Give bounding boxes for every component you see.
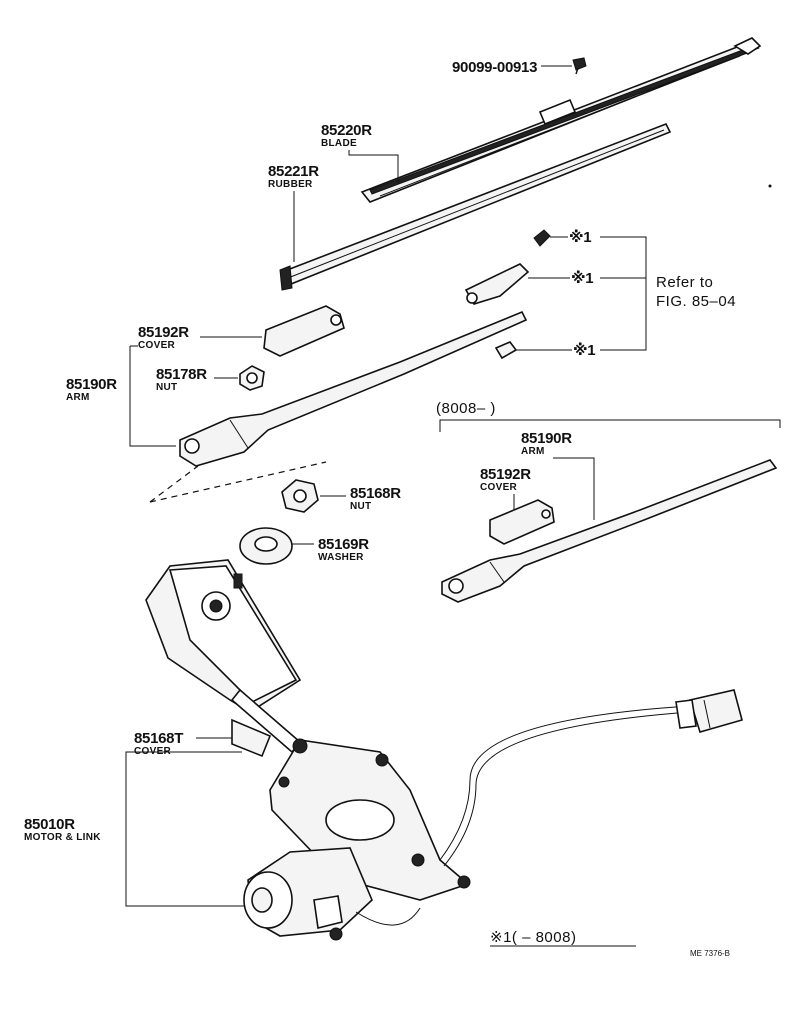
footnote: ※1( – 8008) <box>490 929 576 946</box>
rubber-part-number: 85221R <box>268 163 319 180</box>
cover-main-part-number: 85192R <box>138 324 189 341</box>
washer-part-name: WASHER <box>318 552 364 563</box>
motor-part-name: MOTOR & LINK <box>24 832 101 843</box>
cover-alt-part-name: COVER <box>480 482 518 493</box>
alt-arm-group: (8008– ) 85190R ARM 85192R COVER <box>436 400 781 603</box>
nut-168-part-number: 85168R <box>350 485 401 502</box>
cover-alt-part-number: 85192R <box>480 466 531 483</box>
refer-group: ※1 ※1 ※1 Refer to FIG. 85–04 <box>464 228 736 360</box>
refer-mark-3: ※1 <box>573 341 595 359</box>
cover-main-part-name: COVER <box>138 340 176 351</box>
nut-178-part-number: 85178R <box>156 366 207 383</box>
bolt-90099-00913: 90099-00913 <box>452 57 587 76</box>
nut-168-part-name: NUT <box>350 501 371 512</box>
nut-85178R: 85178R NUT <box>156 365 265 393</box>
blade-part-number: 85220R <box>321 122 372 139</box>
nut-178-part-name: NUT <box>156 382 177 393</box>
motor-and-link: 85168T COVER 85010R MOTOR & LINK <box>24 559 743 941</box>
arm-alt-part-name: ARM <box>521 446 545 457</box>
rubber-part-name: RUBBER <box>268 179 313 190</box>
arm-alt-part-number: 85190R <box>521 430 572 447</box>
alt-range-label: (8008– ) <box>436 400 496 417</box>
nut-85168R: 85168R NUT <box>281 479 402 513</box>
blade-part-name: BLADE <box>321 138 357 149</box>
wiper-rubber: 85221R RUBBER <box>268 122 672 291</box>
cover-85192R-main: 85192R COVER <box>138 305 345 357</box>
arm-main-part-number: 85190R <box>66 376 117 393</box>
wiper-blade: 85220R BLADE <box>321 37 762 203</box>
arm-85190R-main: 85190R ARM <box>66 310 528 503</box>
refer-line-1: Refer to <box>656 274 713 291</box>
drawing-code: ME 7376-B <box>690 949 730 958</box>
bolt-part-number: 90099-00913 <box>452 59 537 76</box>
washer-part-number: 85169R <box>318 536 369 553</box>
motor-part-number: 85010R <box>24 816 75 833</box>
refer-mark-1: ※1 <box>569 228 591 246</box>
cover-motor-part-number: 85168T <box>134 730 183 747</box>
refer-mark-2: ※1 <box>571 269 593 287</box>
washer-85169R: 85169R WASHER <box>239 527 370 565</box>
refer-line-2: FIG. 85–04 <box>656 293 736 310</box>
arm-main-part-name: ARM <box>66 392 90 403</box>
